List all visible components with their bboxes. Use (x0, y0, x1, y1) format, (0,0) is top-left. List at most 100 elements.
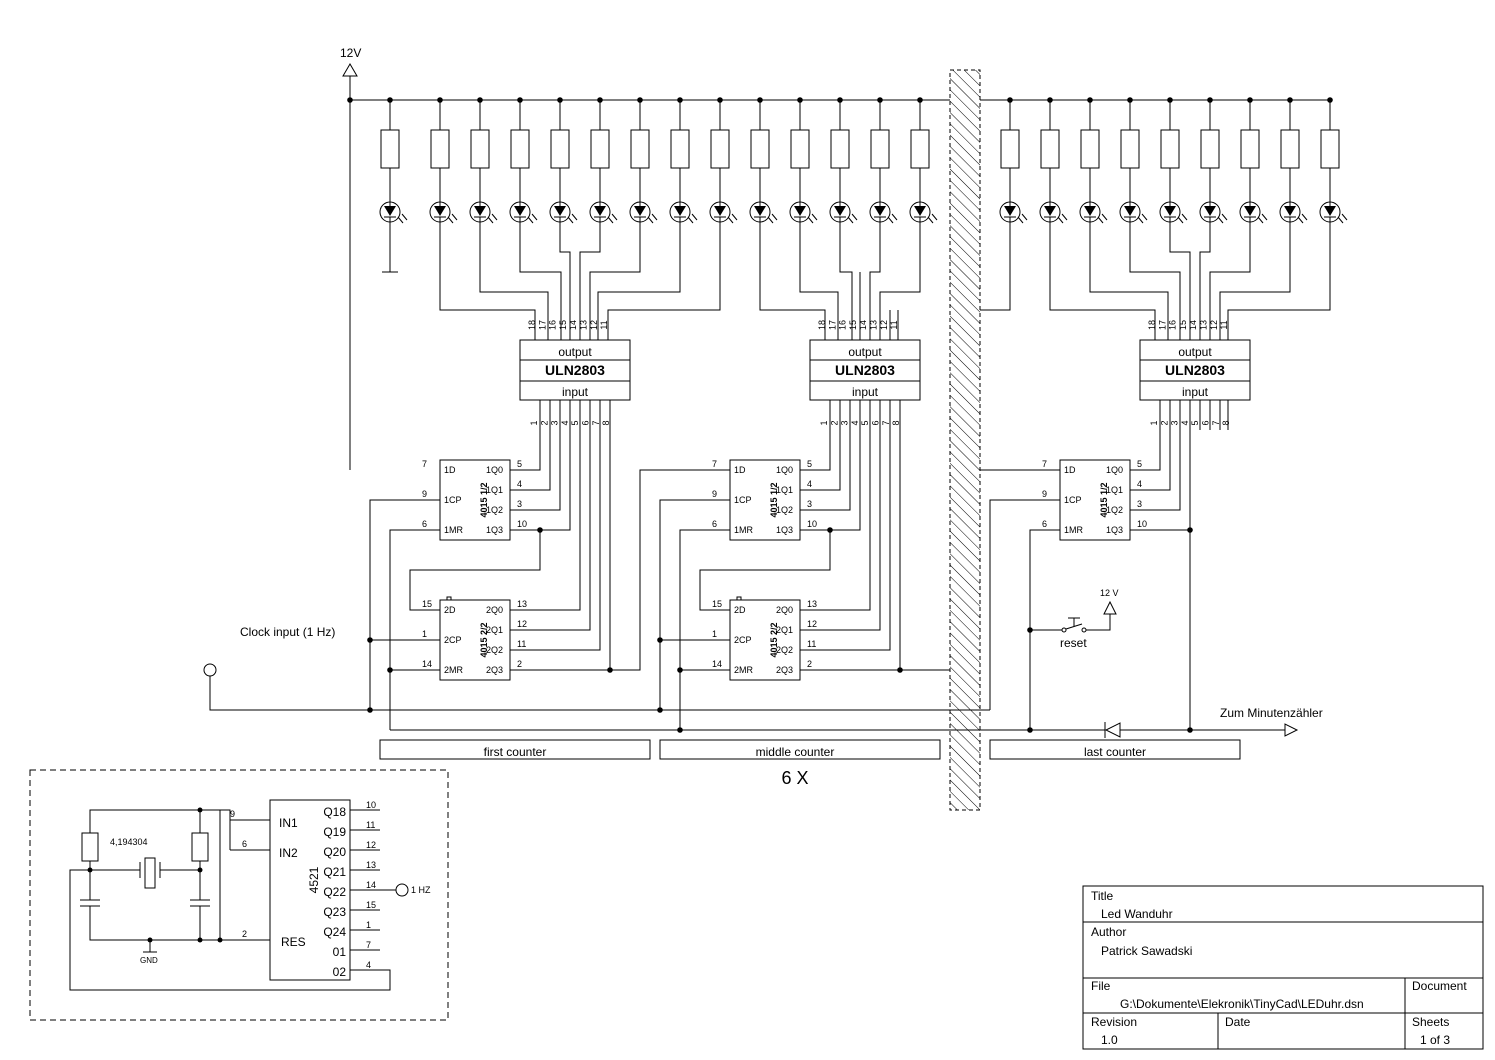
led-column (999, 100, 1028, 224)
svg-text:11: 11 (807, 639, 816, 649)
svg-text:14: 14 (712, 659, 722, 669)
led-column (549, 100, 578, 224)
resistor (1240, 129, 1260, 169)
svg-text:4015 1/2: 4015 1/2 (769, 482, 779, 517)
svg-text:1Q3: 1Q3 (1106, 525, 1123, 535)
svg-text:01: 01 (333, 945, 347, 959)
svg-text:1CP: 1CP (444, 495, 462, 505)
gnd-label: GND (140, 956, 158, 965)
section-last: last counter (989, 739, 1241, 760)
uln-output-label: output (558, 345, 592, 359)
resistor (790, 129, 810, 169)
svg-text:2Q3: 2Q3 (486, 665, 503, 675)
svg-text:4015 1/2: 4015 1/2 (479, 482, 489, 517)
uln-to-shift-wires-3 (980, 400, 1229, 730)
svg-text:2Q1: 2Q1 (776, 625, 793, 635)
uln-out-pin: 17 (1157, 320, 1167, 330)
svg-text:2Q0: 2Q0 (486, 605, 503, 615)
svg-text:1MR: 1MR (734, 525, 754, 535)
svg-text:G:\Dokumente\Elekronik\TinyCad: G:\Dokumente\Elekronik\TinyCad\LEDuhr.ds… (1120, 997, 1364, 1011)
resistor (1120, 129, 1140, 169)
svg-text:11: 11 (366, 820, 375, 830)
uln-out-pin: 15 (1178, 320, 1188, 330)
svg-text:4: 4 (366, 960, 371, 970)
svg-text:Q22: Q22 (323, 885, 346, 899)
uln-out-pin: 13 (1199, 320, 1209, 330)
svg-text:4015 2/2: 4015 2/2 (769, 622, 779, 657)
svg-text:7: 7 (366, 940, 371, 950)
svg-text:1Q0: 1Q0 (1106, 465, 1123, 475)
svg-text:1: 1 (422, 629, 427, 639)
svg-text:Q18: Q18 (323, 805, 346, 819)
svg-text:Date: Date (1225, 1015, 1251, 1029)
svg-text:1Q0: 1Q0 (776, 465, 793, 475)
repeat-label: 6 X (781, 768, 808, 788)
svg-text:6: 6 (1042, 519, 1047, 529)
uln-in-pin: 2 (539, 420, 549, 425)
svg-text:last counter: last counter (1084, 745, 1146, 759)
svg-text:15: 15 (422, 599, 432, 609)
svg-text:first counter: first counter (484, 745, 547, 759)
led-column (589, 100, 618, 224)
led (429, 201, 458, 224)
svg-text:13: 13 (807, 599, 817, 609)
uln-in-pin: 7 (591, 420, 601, 425)
svg-text:2CP: 2CP (734, 635, 752, 645)
svg-text:2D: 2D (444, 605, 456, 615)
clock-reset-buses (203, 499, 1299, 738)
resistor (1200, 129, 1220, 169)
led (1279, 201, 1308, 224)
svg-text:2: 2 (242, 929, 247, 939)
uln-in-pin: 4 (1180, 420, 1190, 425)
svg-text:10: 10 (1137, 519, 1147, 529)
svg-text:2: 2 (807, 659, 812, 669)
svg-text:1D: 1D (444, 465, 456, 475)
uln-out-pin: 18 (817, 320, 827, 330)
resistor (1080, 129, 1100, 169)
svg-text:1D: 1D (1064, 465, 1076, 475)
svg-text:12: 12 (366, 840, 376, 850)
led (909, 201, 938, 224)
svg-text:12: 12 (807, 619, 817, 629)
led-column (629, 100, 658, 224)
svg-text:4015 2/2: 4015 2/2 (479, 622, 489, 657)
svg-text:1Q1: 1Q1 (1106, 485, 1123, 495)
led-column (869, 100, 898, 224)
svg-text:2Q0: 2Q0 (776, 605, 793, 615)
led (709, 201, 738, 224)
svg-text:14: 14 (366, 880, 376, 890)
uln-in-pin: 1 (1149, 420, 1159, 425)
svg-text:7: 7 (712, 459, 717, 469)
one-hz-label: 1 HZ (411, 885, 431, 895)
uln-name: ULN2803 (835, 362, 895, 378)
led (589, 201, 618, 224)
led (509, 201, 538, 224)
led-column (1119, 100, 1148, 224)
svg-text:1Q2: 1Q2 (776, 505, 793, 515)
junction-dots (347, 97, 1333, 733)
resistor (710, 129, 730, 169)
svg-text:9: 9 (230, 809, 235, 819)
led-column (509, 100, 538, 224)
uln-in-pin: 3 (1170, 420, 1180, 425)
uln-out-pin: 18 (527, 320, 537, 330)
resistor (1000, 129, 1020, 169)
uln-in-pin: 6 (581, 420, 591, 425)
led (789, 201, 818, 224)
svg-text:3: 3 (807, 499, 812, 509)
led-column (909, 100, 938, 224)
uln-in-pin: 5 (570, 420, 580, 425)
svg-text:9: 9 (712, 489, 717, 499)
svg-text:6: 6 (242, 839, 247, 849)
led (1119, 201, 1148, 224)
svg-text:4015 1/2: 4015 1/2 (1099, 482, 1109, 517)
led (669, 201, 698, 224)
uln-in-pin: 6 (1201, 420, 1211, 425)
uln-in-pin: 4 (560, 420, 570, 425)
uln-in-pin: 5 (860, 420, 870, 425)
led-column (1319, 100, 1348, 224)
uln-out-pin: 14 (858, 320, 868, 330)
svg-text:1D: 1D (734, 465, 746, 475)
